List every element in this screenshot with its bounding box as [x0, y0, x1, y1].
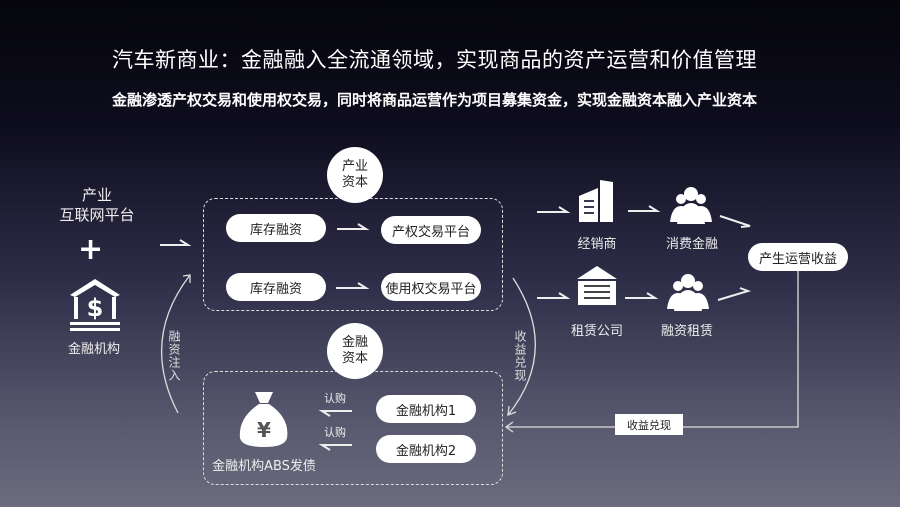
arrow-to-revenue-1 — [719, 215, 751, 228]
property-exchange-pill: 产权交易平台 — [381, 216, 481, 244]
building-icon — [579, 180, 613, 222]
svg-text:¥: ¥ — [257, 418, 271, 442]
financial-capital-circle: 金融资本 — [327, 323, 383, 379]
revenue-return-line — [506, 270, 799, 428]
operating-revenue-pill: 产生运营收益 — [748, 243, 848, 271]
arrow-to-platform — [160, 239, 192, 246]
page-subtitle: 金融渗透产权交易和使用权交易，同时将商品运营作为项目募集资金，实现金融资本融入产… — [112, 91, 758, 109]
finance-lease-label: 融资租赁 — [660, 324, 713, 339]
platform-line1: 产业 — [81, 186, 112, 204]
arrow-to-revenue-2 — [717, 287, 752, 301]
revenue-realization-label: 收益兑现 — [513, 330, 527, 382]
garage-icon — [577, 266, 617, 305]
arrow-to-dealer — [537, 206, 571, 213]
money-bag-icon: ¥ — [239, 392, 288, 447]
people-icon-consumer-finance — [670, 187, 712, 224]
arrow-to-leasing — [537, 292, 571, 299]
arrow-row1 — [337, 223, 370, 230]
consumer-finance-label: 消费金融 — [665, 237, 718, 252]
arrow-to-consumer-finance — [628, 205, 661, 212]
financing-injection-label: 融资注入 — [167, 330, 181, 382]
page-title: 汽车新商业：金融融入全流通领域，实现商品的资产运营和价值管理 — [112, 48, 757, 72]
plus-sign: + — [78, 232, 104, 267]
usage-right-exchange-pill: 使用权交易平台 — [381, 273, 481, 301]
dealer-label: 经销商 — [577, 237, 617, 252]
bank-label: 金融机构 — [67, 342, 120, 357]
industry-capital-circle: 产业资本 — [327, 147, 383, 203]
bank-icon: $ — [70, 279, 120, 331]
leasing-company-label: 租赁公司 — [570, 324, 623, 339]
platform-label: 产业 互联网平台 — [47, 185, 147, 225]
revenue-realization-box: 收益兑现 — [615, 414, 683, 435]
inventory-financing-pill-2: 库存融资 — [226, 273, 326, 301]
inventory-financing-pill-1: 库存融资 — [226, 214, 326, 242]
arrow-subscribe-1 — [318, 410, 352, 417]
subscribe-label-2: 认购 — [324, 426, 346, 439]
arrow-to-finance-lease — [625, 292, 659, 299]
institution-1-pill: 金融机构1 — [376, 395, 476, 423]
arrow-row2 — [336, 282, 370, 289]
curve-revenue-realization — [507, 277, 536, 416]
arrow-subscribe-2 — [318, 444, 352, 451]
curve-financing-injection — [161, 274, 191, 414]
abs-bond-label: 金融机构ABS发债 — [212, 459, 316, 474]
institution-2-pill: 金融机构2 — [376, 435, 476, 463]
people-icon-finance-lease — [667, 274, 709, 311]
subscribe-label-1: 认购 — [324, 392, 346, 405]
platform-line2: 互联网平台 — [59, 206, 135, 224]
svg-text:$: $ — [87, 294, 104, 322]
